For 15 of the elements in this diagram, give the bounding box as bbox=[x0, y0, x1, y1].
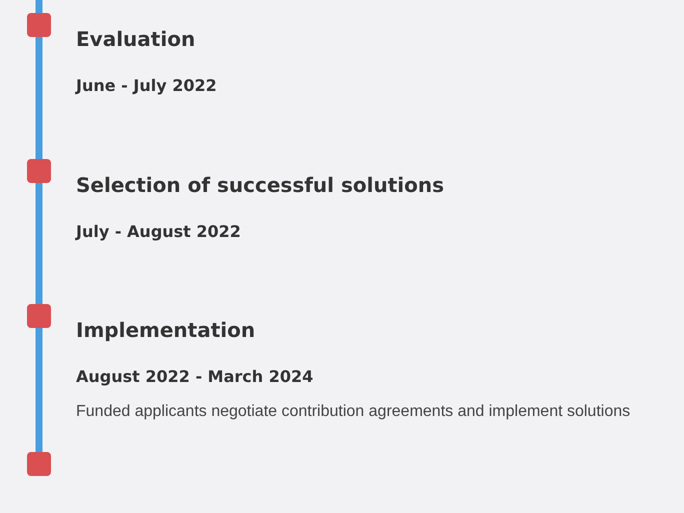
timeline-line bbox=[36, 0, 42, 13]
phase-title: Implementation bbox=[76, 318, 256, 342]
timeline-line bbox=[36, 328, 42, 452]
timeline-line bbox=[36, 183, 42, 304]
timeline-line bbox=[36, 37, 42, 159]
phase-description: Funded applicants negotiate contribution agreements and implement solutions bbox=[76, 402, 630, 421]
timeline-marker bbox=[27, 159, 51, 183]
phase-title: Evaluation bbox=[76, 27, 196, 51]
timeline-marker bbox=[27, 452, 51, 476]
date-range: August 2022 - March 2024 bbox=[76, 367, 314, 387]
date-range: July - August 2022 bbox=[76, 222, 241, 242]
date-range: June - July 2022 bbox=[76, 76, 217, 96]
timeline-marker bbox=[27, 13, 51, 37]
phase-title: Selection of successful solutions bbox=[76, 173, 444, 197]
timeline-marker bbox=[27, 304, 51, 328]
